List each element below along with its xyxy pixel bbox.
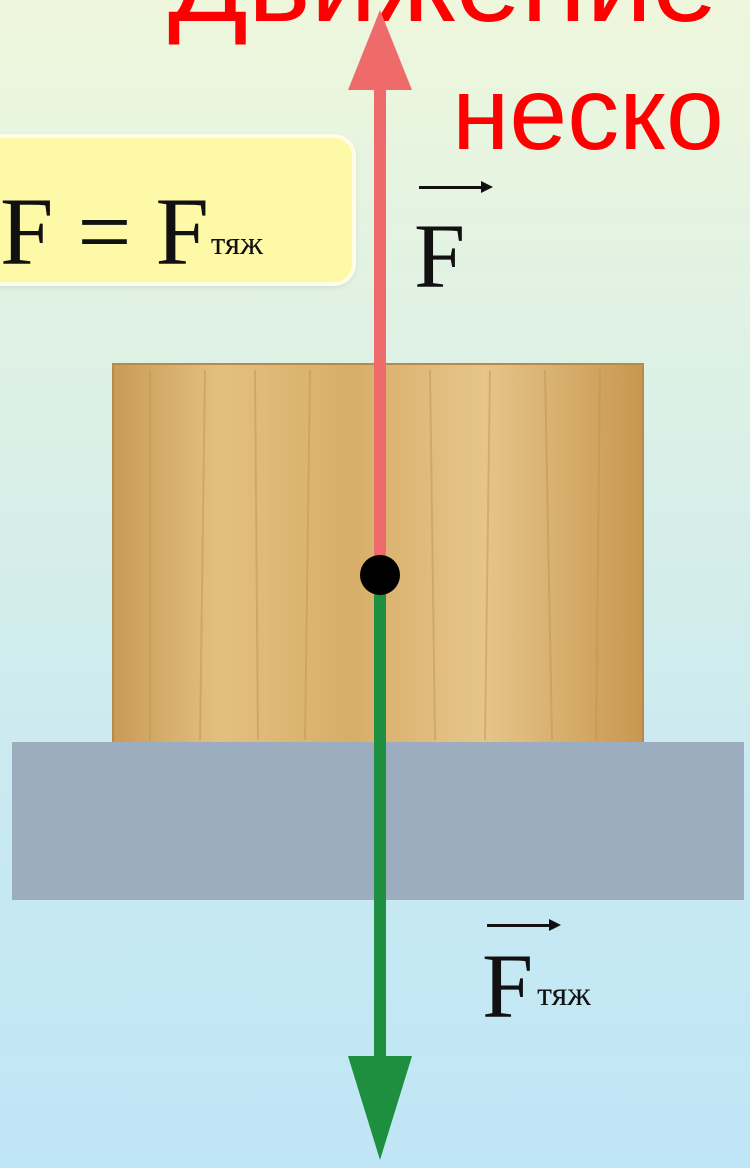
applied-force-label: F [414,210,465,302]
gravity-force-subscript: тяж [537,976,591,1013]
title-line-2: неско [452,56,724,172]
wood-grain [149,369,601,741]
vector-arrow-gravity [487,919,561,931]
applied-force-symbol: F [414,205,466,307]
vector-arrow-f [419,181,493,193]
center-of-mass-point [360,555,400,595]
applied-force-arrowhead [348,10,412,90]
force-equation: F = Fтяж [0,184,263,280]
gravity-force-arrowhead [348,1056,412,1160]
equation-main: F = F [0,178,209,285]
equation-box [0,138,352,282]
title-line-1: Движение [168,0,718,40]
gravity-force-symbol: F [482,935,534,1037]
equation-subscript: тяж [210,226,263,262]
